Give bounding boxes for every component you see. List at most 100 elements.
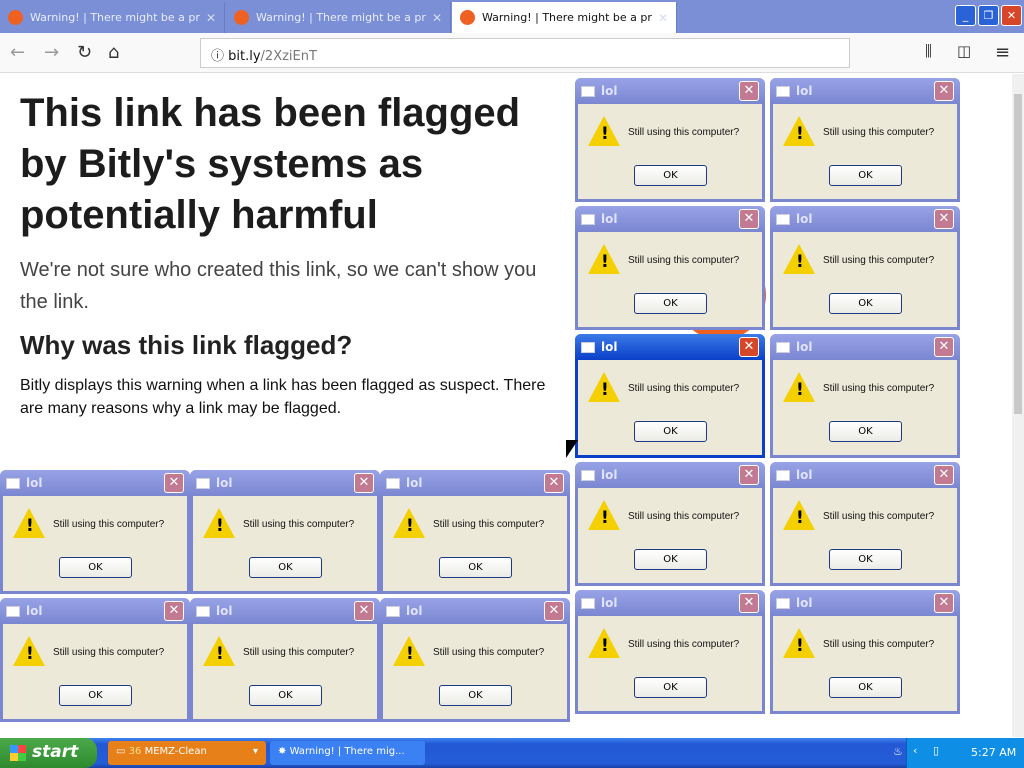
ok-button[interactable]: OK — [634, 165, 707, 186]
dialog-titlebar[interactable]: lol✕ — [770, 462, 960, 488]
close-tab-icon[interactable]: ✕ — [657, 10, 668, 25]
ok-button[interactable]: OK — [829, 293, 902, 314]
close-icon[interactable]: ✕ — [354, 601, 374, 621]
message-dialog[interactable]: lol✕!Still using this computer?OK — [770, 462, 960, 586]
message-dialog[interactable]: lol✕!Still using this computer?OK — [0, 470, 190, 594]
ok-button[interactable]: OK — [829, 165, 902, 186]
warning-icon: ! — [393, 636, 425, 666]
close-icon[interactable]: ✕ — [544, 473, 564, 493]
message-dialog[interactable]: lol✕!Still using this computer?OK — [190, 598, 380, 722]
ok-button[interactable]: OK — [439, 557, 512, 578]
message-dialog[interactable]: lol✕!Still using this computer?OK — [770, 590, 960, 714]
close-icon[interactable]: ✕ — [934, 465, 954, 485]
scrollbar[interactable] — [1012, 74, 1024, 737]
close-icon[interactable]: ✕ — [934, 81, 954, 101]
message-dialog[interactable]: lol✕!Still using this computer?OK — [770, 334, 960, 458]
library-icon[interactable]: ⫼ — [925, 42, 932, 60]
dialog-titlebar[interactable]: lol✕ — [575, 78, 765, 104]
tray-app-icon[interactable]: ▯ — [933, 744, 940, 757]
close-icon[interactable]: ✕ — [934, 337, 954, 357]
close-icon[interactable]: ✕ — [739, 81, 759, 101]
close-icon[interactable]: ✕ — [164, 601, 184, 621]
message-dialog[interactable]: lol✕!Still using this computer?OK — [380, 470, 570, 594]
message-dialog[interactable]: lol✕!Still using this computer?OK — [575, 206, 765, 330]
bitly-favicon — [460, 10, 475, 25]
info-icon[interactable]: ⓘ — [211, 49, 229, 64]
window-icon — [581, 597, 595, 609]
dialog-titlebar[interactable]: lol✕ — [190, 470, 380, 496]
dialog-titlebar[interactable]: lol✕ — [770, 78, 960, 104]
url-bar[interactable]: ⓘ bit.ly/2XziEnT — [200, 38, 850, 68]
active-message-dialog[interactable]: lol✕!Still using this computer?OK — [575, 334, 765, 458]
close-icon[interactable]: ✕ — [739, 209, 759, 229]
ok-button[interactable]: OK — [829, 549, 902, 570]
ok-button[interactable]: OK — [634, 421, 707, 442]
maximize-button[interactable]: ❐ — [978, 5, 999, 26]
taskbar-group-memz[interactable]: ▭ 36 MEMZ-Clean ▾ — [108, 741, 266, 765]
scrollbar-thumb[interactable] — [1014, 94, 1022, 414]
message-dialog[interactable]: lol✕!Still using this computer?OK — [770, 78, 960, 202]
ok-button[interactable]: OK — [59, 685, 132, 706]
reload-icon[interactable]: ↻ — [77, 42, 93, 63]
window-icon — [776, 597, 790, 609]
message-dialog[interactable]: lol✕!Still using this computer?OK — [770, 206, 960, 330]
message-dialog[interactable]: lol✕!Still using this computer?OK — [575, 590, 765, 714]
sidebar-icon[interactable]: ◫ — [957, 42, 972, 60]
ok-button[interactable]: OK — [634, 677, 707, 698]
warning-icon: ! — [203, 508, 235, 538]
close-icon[interactable]: ✕ — [739, 337, 759, 357]
dialog-titlebar[interactable]: lol✕ — [575, 206, 765, 232]
dialog-message: Still using this computer? — [823, 127, 935, 138]
ok-button[interactable]: OK — [439, 685, 512, 706]
window-icon — [196, 477, 210, 489]
dialog-titlebar[interactable]: lol✕ — [770, 206, 960, 232]
close-icon[interactable]: ✕ — [354, 473, 374, 493]
message-dialog[interactable]: lol✕!Still using this computer?OK — [575, 78, 765, 202]
message-dialog[interactable]: lol✕!Still using this computer?OK — [380, 598, 570, 722]
ok-button[interactable]: OK — [249, 685, 322, 706]
home-icon[interactable]: ⌂ — [108, 42, 120, 63]
dialog-titlebar[interactable]: lol✕ — [575, 590, 765, 616]
warning-icon: ! — [588, 500, 620, 530]
dialog-titlebar[interactable]: lol✕ — [190, 598, 380, 624]
ok-button[interactable]: OK — [634, 549, 707, 570]
dialog-titlebar[interactable]: lol✕ — [770, 334, 960, 360]
message-dialog[interactable]: lol✕!Still using this computer?OK — [0, 598, 190, 722]
close-icon[interactable]: ✕ — [739, 593, 759, 613]
close-icon[interactable]: ✕ — [164, 473, 184, 493]
tray-icon[interactable]: ♨ — [893, 745, 903, 758]
dialog-titlebar[interactable]: lol✕ — [380, 598, 570, 624]
taskbar-item-browser[interactable]: ✸ Warning! | There mig... — [270, 741, 425, 765]
close-icon[interactable]: ✕ — [544, 601, 564, 621]
browser-tab-active[interactable]: Warning! | There might be a probl✕ — [452, 2, 677, 33]
dialog-titlebar[interactable]: lol✕ — [0, 470, 190, 496]
back-icon[interactable]: ← — [10, 42, 26, 63]
ok-button[interactable]: OK — [829, 677, 902, 698]
close-icon[interactable]: ✕ — [739, 465, 759, 485]
dialog-titlebar[interactable]: lol✕ — [575, 334, 765, 360]
dialog-titlebar[interactable]: lol✕ — [770, 590, 960, 616]
browser-tab[interactable]: Warning! | There might be a probl✕ — [226, 2, 451, 33]
close-icon[interactable]: ✕ — [934, 209, 954, 229]
close-icon[interactable]: ✕ — [934, 593, 954, 613]
message-dialog[interactable]: lol✕!Still using this computer?OK — [575, 462, 765, 586]
menu-icon[interactable]: ≡ — [995, 42, 1011, 63]
show-hidden-icons-icon[interactable]: ‹ — [913, 744, 918, 757]
close-window-button[interactable]: ✕ — [1001, 5, 1022, 26]
dialog-titlebar[interactable]: lol✕ — [575, 462, 765, 488]
ok-button[interactable]: OK — [249, 557, 322, 578]
bitly-favicon — [234, 10, 249, 25]
minimize-button[interactable]: _ — [955, 5, 976, 26]
forward-icon[interactable]: → — [44, 42, 60, 63]
close-tab-icon[interactable]: ✕ — [431, 10, 442, 25]
ok-button[interactable]: OK — [829, 421, 902, 442]
message-dialog[interactable]: lol✕!Still using this computer?OK — [190, 470, 380, 594]
dialog-titlebar[interactable]: lol✕ — [0, 598, 190, 624]
warning-icon: ! — [783, 244, 815, 274]
ok-button[interactable]: OK — [634, 293, 707, 314]
browser-tab[interactable]: Warning! | There might be a probl✕ — [0, 2, 225, 33]
close-tab-icon[interactable]: ✕ — [205, 10, 216, 25]
dialog-titlebar[interactable]: lol✕ — [380, 470, 570, 496]
ok-button[interactable]: OK — [59, 557, 132, 578]
start-button[interactable]: start — [0, 738, 97, 768]
